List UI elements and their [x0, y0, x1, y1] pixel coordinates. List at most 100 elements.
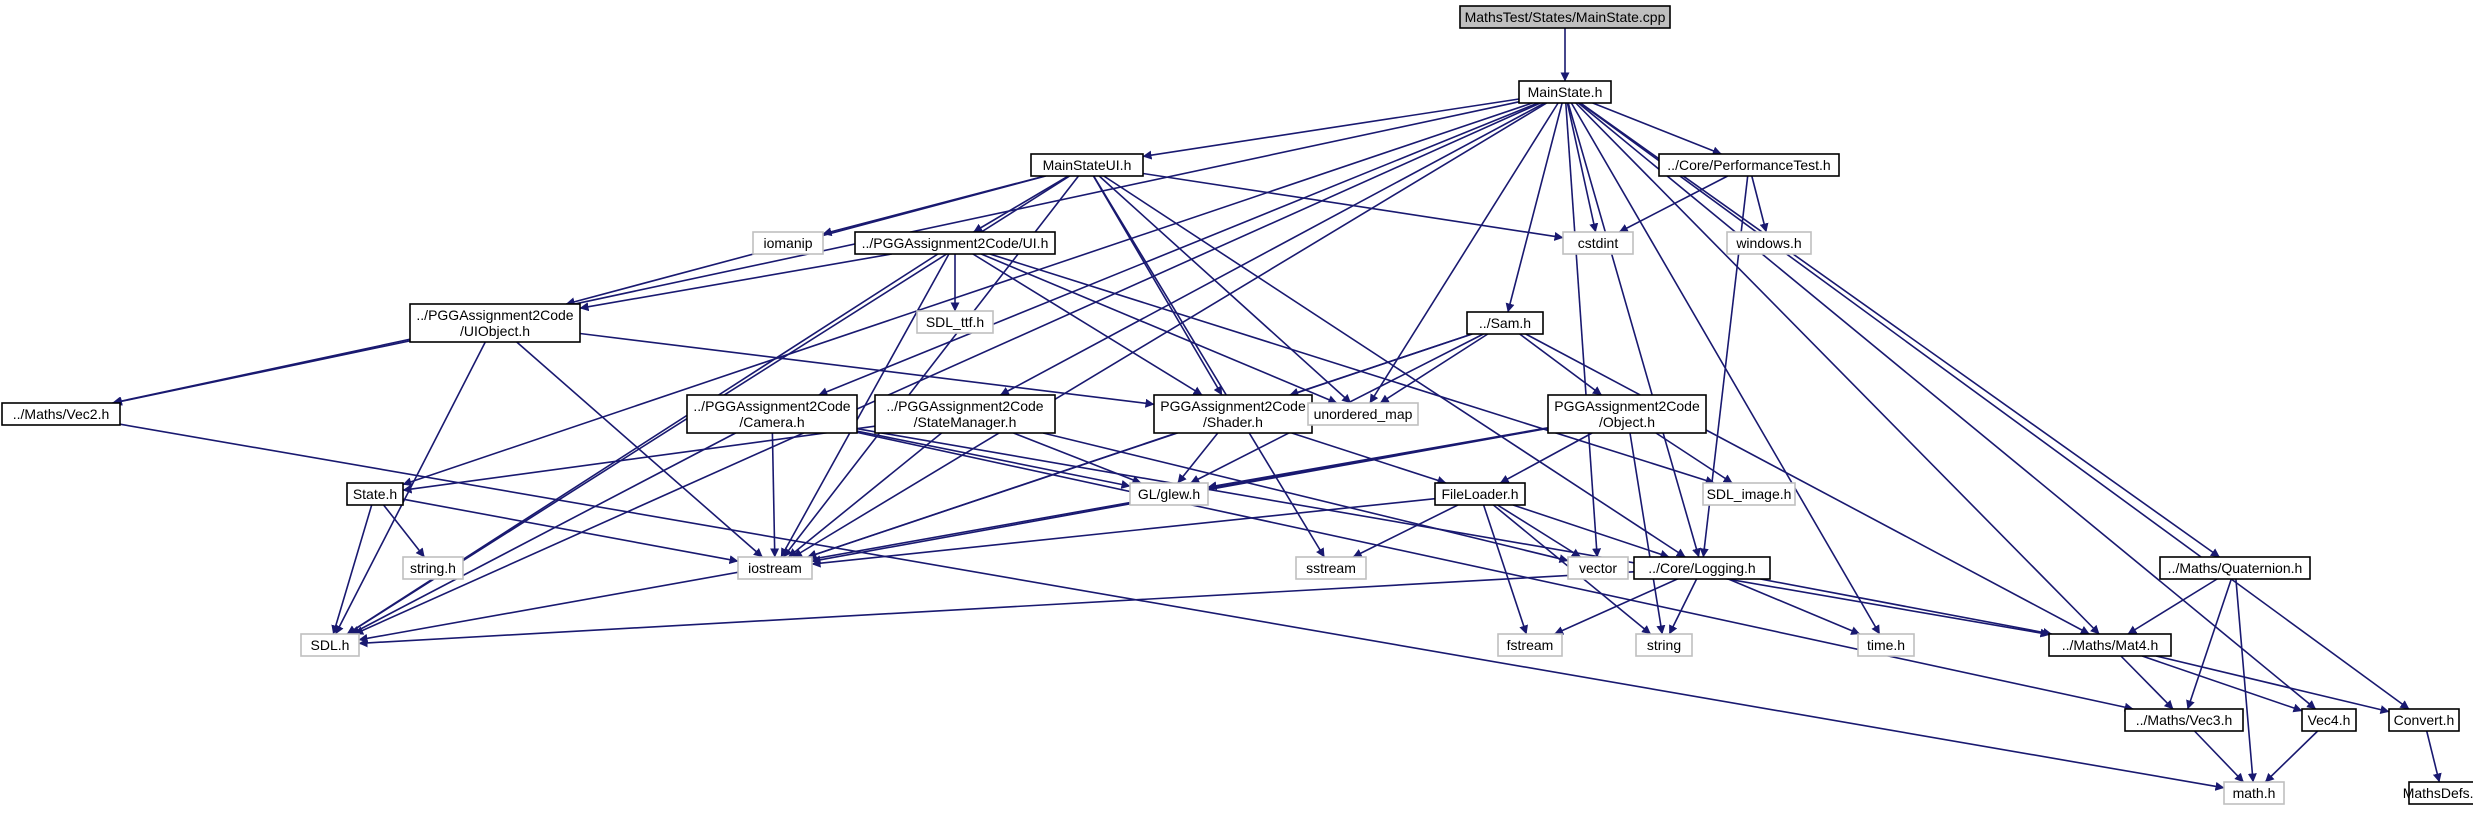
node-label: MathsTest/States/MainState.cpp [1465, 9, 1666, 25]
node-sdl: SDL.h [300, 633, 360, 657]
edge-vec2-to-mathh [119, 423, 2225, 791]
node-box [2408, 781, 2473, 805]
node-box [1547, 394, 1707, 434]
node-box [686, 394, 858, 434]
edge-logging-to-fstream [1554, 578, 1678, 635]
edge-mainstate-to-vector [1565, 102, 1602, 558]
edge-sam-to-object [1519, 333, 1602, 396]
node-root[interactable]: MathsTest/States/MainState.cpp [1459, 5, 1671, 29]
edge-camera-to-vec3 [856, 431, 2134, 712]
node-box [2388, 708, 2460, 732]
node-mainstateui[interactable]: MainStateUI.h [1030, 153, 1144, 177]
edge-camera-to-iostream [770, 432, 780, 558]
edge-statemanager-to-vector [1042, 432, 1569, 564]
edge-mainstate-to-logging [1567, 102, 1701, 558]
node-box [1497, 633, 1563, 657]
node-vec3[interactable]: ../Maths/Vec3.h [2124, 708, 2244, 732]
node-label: ../Core/Logging.h [1648, 560, 1755, 576]
node-vec2[interactable]: ../Maths/Vec2.h [1, 402, 121, 426]
edge-sam-to-mat4 [1525, 333, 2090, 635]
node-iomanip: iomanip [752, 231, 824, 255]
edge-mainstate-to-perftest [1592, 102, 1722, 156]
node-convert[interactable]: Convert.h [2388, 708, 2460, 732]
edge-state-to-sdl [331, 504, 373, 635]
node-perftest[interactable]: ../Core/PerformanceTest.h [1658, 153, 1840, 177]
node-label: ../Maths/Mat4.h [2062, 637, 2158, 653]
node-label: Convert.h [2394, 712, 2455, 728]
node-label: /Camera.h [739, 414, 804, 430]
node-sam[interactable]: ../Sam.h [1466, 311, 1544, 335]
node-logging[interactable]: ../Core/Logging.h [1633, 556, 1771, 580]
edge-shader-to-glew [1177, 432, 1219, 484]
node-mathsdefs[interactable]: MathsDefs.h [2403, 781, 2473, 805]
node-box [1459, 5, 1671, 29]
node-label: MathsDefs.h [2403, 785, 2473, 801]
node-label: /Shader.h [1203, 414, 1263, 430]
edge-mainstate-to-mainstateui [1142, 98, 1520, 160]
node-mainstate[interactable]: MainState.h [1518, 80, 1612, 104]
node-mat4[interactable]: ../Maths/Mat4.h [2048, 633, 2172, 657]
node-box [1702, 482, 1796, 506]
node-camera[interactable]: ../PGGAssignment2Code/Camera.h [686, 394, 858, 434]
node-vec4[interactable]: Vec4.h [2301, 708, 2357, 732]
node-box [854, 231, 1056, 255]
edge-object-to-fileloader [1499, 432, 1593, 484]
edge-mainstateui-to-cstdint [1142, 172, 1564, 241]
node-uiobject[interactable]: ../PGGAssignment2Code/UIObject.h [409, 303, 581, 343]
edge-ui-to-unordered [980, 253, 1338, 404]
node-label: MainStateUI.h [1043, 157, 1132, 173]
node-box [402, 556, 464, 580]
edge-sam-to-unordered [1379, 333, 1489, 404]
edge-logging-to-string [1668, 578, 1698, 635]
edge-mainstate-to-sdl [354, 102, 1541, 635]
node-label: windows.h [1735, 235, 1801, 251]
edge-mainstate-to-camera [818, 102, 1539, 396]
node-fstream: fstream [1497, 633, 1563, 657]
edge-object-to-string [1629, 432, 1666, 635]
edge-mainstate-to-iostream [792, 102, 1548, 558]
node-box [1633, 556, 1771, 580]
node-label: time.h [1867, 637, 1905, 653]
node-shader[interactable]: PGGAssignment2Code/Shader.h [1153, 394, 1313, 434]
node-box [409, 303, 581, 343]
edge-vec3-to-mathh [2193, 730, 2245, 783]
node-box [346, 482, 404, 506]
node-mathh: math.h [2223, 781, 2285, 805]
node-fileloader[interactable]: FileLoader.h [1434, 482, 1526, 506]
edge-statemanager-to-iostream [788, 432, 943, 558]
node-label: ../Maths/Quaternion.h [2168, 560, 2303, 576]
edge-ui-to-sdlimage [989, 253, 1715, 485]
edge-convert-to-mathsdefs [2425, 730, 2442, 783]
node-label: /UIObject.h [460, 323, 530, 339]
edge-uiobject-to-iostream [516, 341, 763, 558]
node-object[interactable]: PGGAssignment2Code/Object.h [1547, 394, 1707, 434]
node-statemanager[interactable]: ../PGGAssignment2Code/StateManager.h [874, 394, 1056, 434]
node-label: string.h [410, 560, 456, 576]
nodes-layer: MathsTest/States/MainState.cppMainState.… [1, 5, 2473, 805]
node-box [1518, 80, 1612, 104]
edge-ui-to-iostream [780, 253, 950, 558]
node-box [1726, 231, 1812, 255]
edge-fileloader-to-iostream [811, 497, 1436, 568]
edge-camera-to-mat4 [856, 427, 2050, 638]
edge-perftest-to-cstdint [1618, 175, 1729, 233]
node-box [737, 556, 813, 580]
node-box [1466, 311, 1544, 335]
node-unordered: unordered_map [1307, 402, 1419, 426]
node-box [1, 402, 121, 426]
node-windows: windows.h [1726, 231, 1812, 255]
node-quaternion[interactable]: ../Maths/Quaternion.h [2159, 556, 2311, 580]
edge-mainstateui-to-ui [973, 175, 1069, 233]
node-label: iostream [748, 560, 802, 576]
node-string: string [1635, 633, 1693, 657]
node-label: math.h [2233, 785, 2276, 801]
node-label: SDL.h [311, 637, 350, 653]
node-box [300, 633, 360, 657]
node-ui[interactable]: ../PGGAssignment2Code/UI.h [854, 231, 1056, 255]
edge-ui-to-uiobject [579, 253, 892, 312]
node-label: vector [1579, 560, 1617, 576]
node-state[interactable]: State.h [346, 482, 404, 506]
edge-mainstate-to-vec4 [1577, 102, 2317, 710]
node-label: ../Sam.h [1479, 315, 1531, 331]
node-box [1857, 633, 1915, 657]
